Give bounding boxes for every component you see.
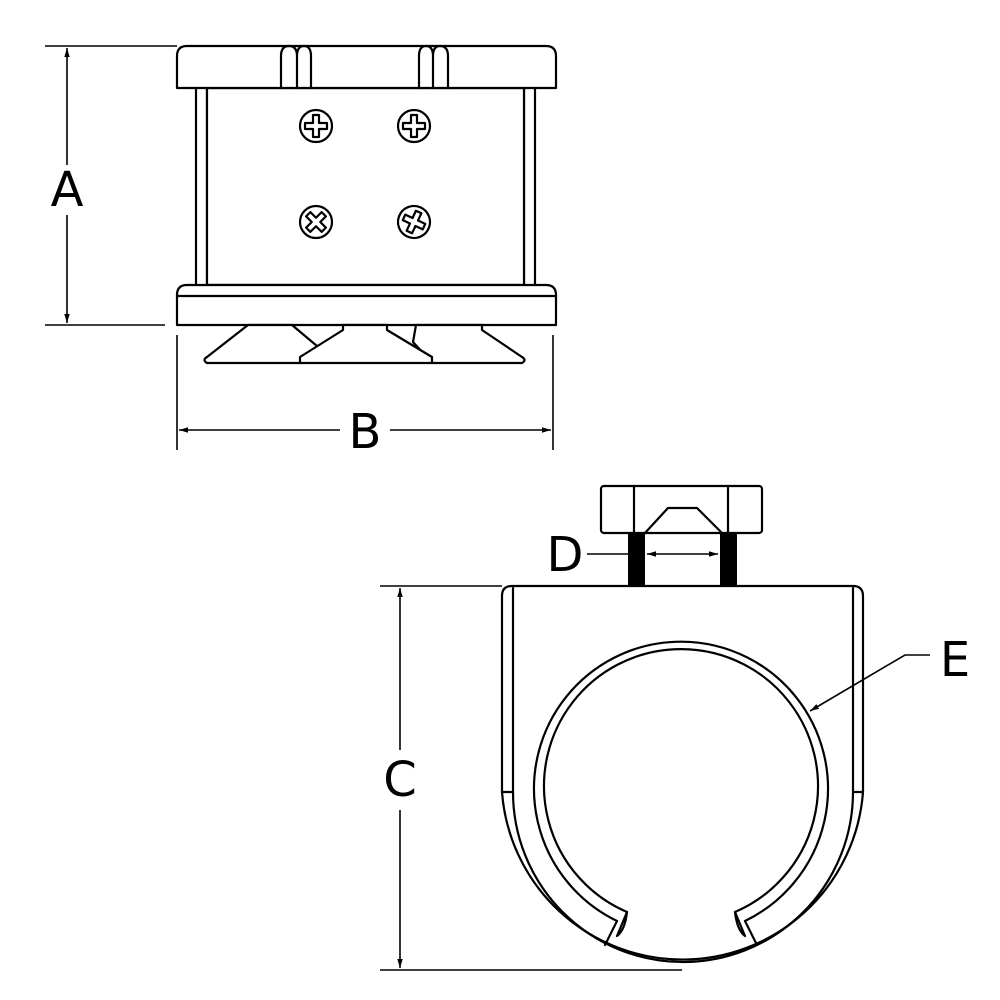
left-post [194,84,209,290]
label-d: D [547,527,584,583]
knob [599,484,764,535]
screw-icon [298,108,334,144]
bottom-plate [175,283,558,327]
back-plate [205,86,526,287]
right-bolt [720,533,737,588]
dimension-a: A [45,45,177,326]
screw-icons [298,108,432,240]
ring-outer [532,640,830,923]
right-post [522,84,537,290]
screw-icon [396,204,432,240]
dimension-c: C [380,585,682,971]
label-e: E [940,632,970,688]
top-cap [175,44,558,90]
mount-front-view [175,44,558,365]
right-slot [417,44,450,90]
dimension-d: D [547,527,718,583]
label-b: B [349,404,382,460]
ring-inner [542,648,820,914]
left-bolt [628,533,645,588]
label-a: A [51,162,84,218]
screw-icon [396,108,432,144]
clamp-top-view [500,484,865,964]
leader-e: E [809,632,970,712]
screw-icon [298,204,334,240]
suction-cups [203,323,526,365]
label-c: C [383,752,417,808]
dimension-b: B [176,335,554,460]
left-slot [279,44,313,90]
